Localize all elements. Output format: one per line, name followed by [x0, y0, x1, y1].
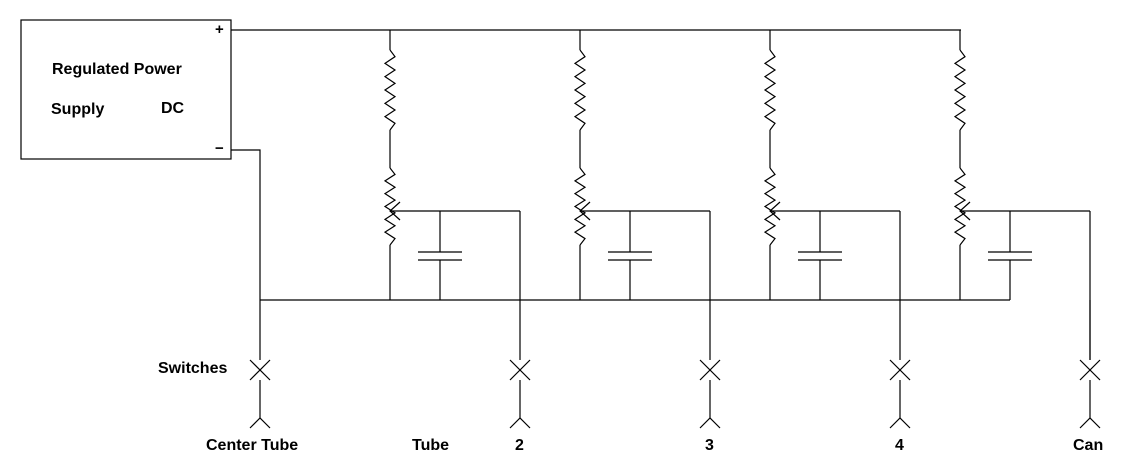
negative-lead [231, 149, 261, 300]
switch-1 [249, 359, 271, 429]
switches-label: Switches [158, 360, 228, 377]
switch-cross-b [889, 359, 911, 381]
terminal-fork [889, 417, 911, 429]
terminal-fork [1079, 417, 1101, 429]
fixed-resistor [763, 49, 777, 131]
fixed-resistor [953, 49, 967, 131]
potentiometer [953, 167, 967, 246]
power-supply-box [20, 19, 232, 160]
branch-4 [953, 30, 1091, 360]
potentiometer [573, 167, 587, 246]
terminal-fork [699, 417, 721, 429]
plus-terminal-symbol: + [215, 21, 224, 38]
output-label-2: 2 [515, 437, 524, 454]
switch-2 [509, 359, 531, 429]
output-label-can: Can [1073, 437, 1104, 454]
fixed-resistor [383, 49, 397, 131]
output-label-tube: Tube [412, 437, 450, 454]
output-label-4: 4 [895, 437, 904, 454]
output-label-3: 3 [705, 437, 714, 454]
switch-cross-b [249, 359, 271, 381]
branch-3 [763, 30, 901, 360]
switch-5 [1079, 359, 1101, 429]
switch-cross-b [699, 359, 721, 381]
switch-cross-b [509, 359, 531, 381]
switch-cross-b [1079, 359, 1101, 381]
potentiometer [383, 167, 397, 246]
output-label-center-tube: Center Tube [206, 437, 299, 454]
branch-1 [383, 30, 521, 360]
switch-4 [889, 359, 911, 429]
potentiometer [763, 167, 777, 246]
power-supply-dc-label: DC [161, 100, 185, 117]
power-supply-supply-label: Supply [51, 101, 105, 118]
switch-3 [699, 359, 721, 429]
terminal-fork [249, 417, 271, 429]
minus-terminal-symbol: − [215, 140, 224, 157]
branch-2 [573, 30, 711, 360]
terminal-fork [509, 417, 531, 429]
fixed-resistor [573, 49, 587, 131]
power-supply-title: Regulated Power [52, 61, 182, 78]
